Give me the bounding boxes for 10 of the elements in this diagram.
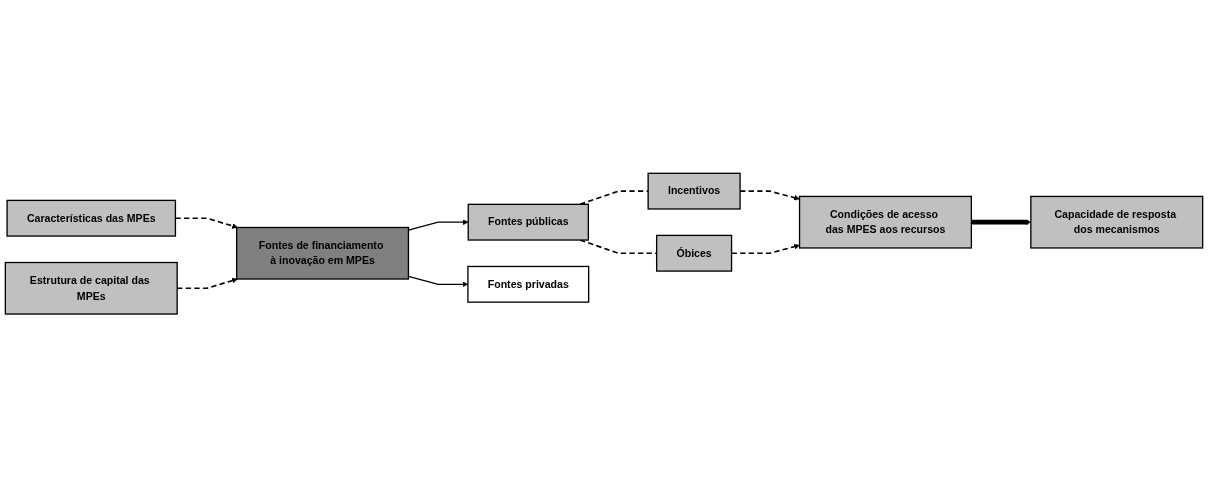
node-box: Fontes privadas: [467, 265, 590, 303]
node-box: Condições de acesso das MPES aos recursos: [798, 195, 973, 249]
node-box: Características das MPEs: [6, 199, 177, 237]
node-box: Fontes públicas: [467, 203, 589, 241]
node-box: Incentivos: [647, 172, 741, 210]
arrow: [407, 219, 469, 231]
node-box: Óbices: [656, 234, 733, 272]
node-box: Capacidade de resposta dos mecanismos: [1030, 195, 1204, 249]
node-box: Fontes de financiamento à inovação em MPEs: [235, 226, 410, 280]
node-box: Estrutura de capital das MPEs: [4, 261, 178, 315]
